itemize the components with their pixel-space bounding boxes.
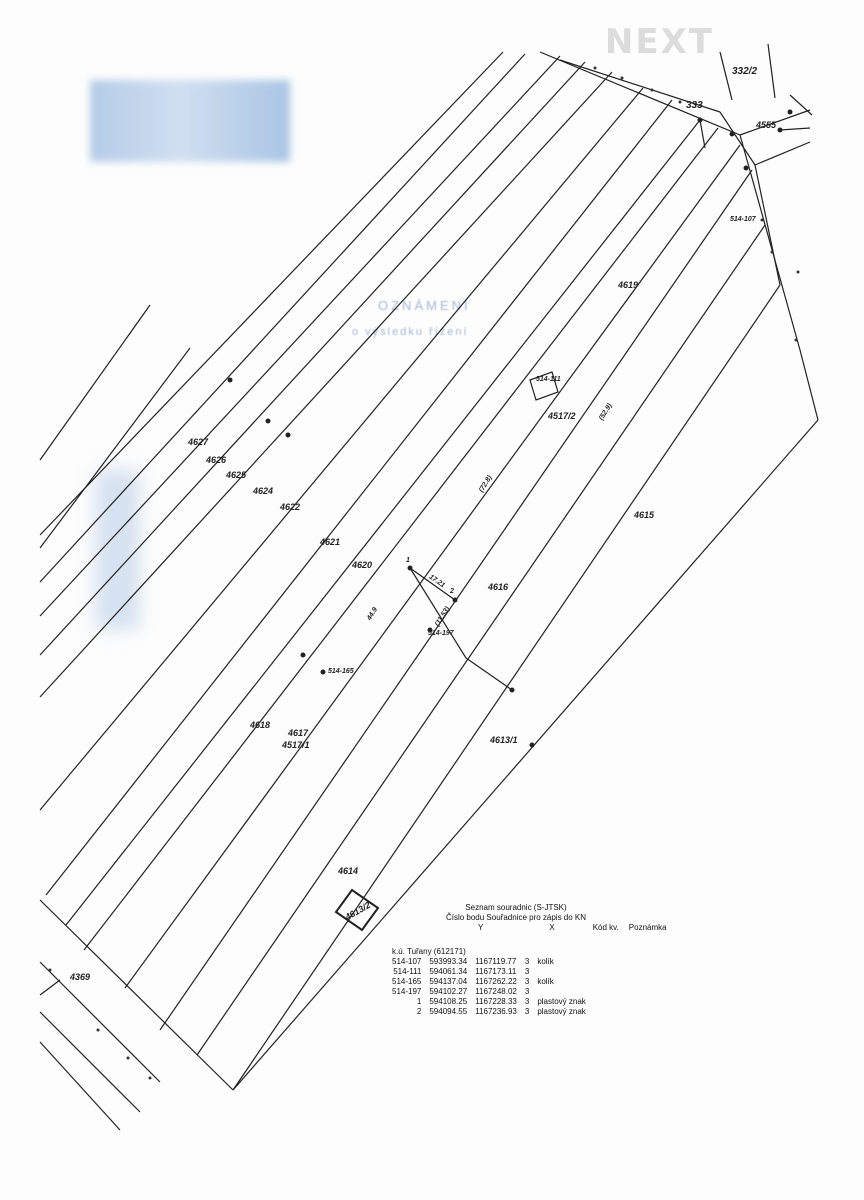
point-label: 2 xyxy=(450,588,454,595)
road-line xyxy=(767,43,776,99)
boundary-point xyxy=(729,131,735,137)
coordinate-list: Seznam souradnic (S-JTSK) Číslo bodu Sou… xyxy=(388,903,688,1017)
parcel-label: 514-107 xyxy=(730,216,756,223)
boundary-point xyxy=(777,127,783,133)
parcel-label: 514-197 xyxy=(428,630,454,637)
parcel-label: 4627 xyxy=(188,437,209,447)
boundary-line xyxy=(39,1041,121,1131)
parcel-label: 333 xyxy=(686,100,703,111)
strip-line xyxy=(39,51,504,536)
strip-line xyxy=(124,144,741,989)
boundary-point xyxy=(697,117,703,123)
road-line xyxy=(779,127,811,131)
road-line xyxy=(719,111,756,166)
boundary-point xyxy=(427,627,433,633)
watermark: NEXT xyxy=(604,22,714,62)
parcel-label: 4622 xyxy=(280,502,301,512)
faint-subheading: o výsledku řízení xyxy=(352,326,469,338)
road-line xyxy=(789,94,813,116)
strip-line xyxy=(39,71,613,698)
parcel-label: 4626 xyxy=(206,455,227,465)
parcel-label: 4625 xyxy=(226,470,247,480)
coordinate-list-title: Seznam souradnic (S-JTSK) xyxy=(465,903,567,912)
road-line xyxy=(739,134,801,351)
cross-line xyxy=(465,657,513,691)
boundary-point xyxy=(407,565,413,571)
road-points xyxy=(48,66,800,1080)
parcel-label: 4517/2 xyxy=(548,411,576,421)
boundary-point xyxy=(452,597,458,603)
boundary-point xyxy=(743,165,749,171)
blurred-stamp xyxy=(95,470,140,630)
parcel-label: 4616 xyxy=(488,582,509,592)
parcel-label: 332/2 xyxy=(732,66,758,77)
coordinate-list-header: Y X Kód kv. Poznámka xyxy=(478,923,667,932)
parcel-label: 4614 xyxy=(338,866,359,876)
strip-line xyxy=(232,284,781,1091)
road-line xyxy=(739,109,811,136)
parcel-label: 4624 xyxy=(253,486,274,496)
strip-line xyxy=(39,304,151,461)
boundary-line xyxy=(39,961,161,1083)
parcel-label: 4620 xyxy=(352,560,373,570)
boundary-line xyxy=(39,979,61,996)
boundary-point xyxy=(285,432,291,438)
boundary-point xyxy=(787,109,793,115)
coordinate-list-subtitle: Číslo bodu Souřadnice pro zápis do KN xyxy=(445,913,587,922)
parcel-label: 4619 xyxy=(618,280,639,290)
parcel-label: 4613/1 xyxy=(490,735,518,745)
road-line xyxy=(754,141,811,166)
parcel-514-111-shape xyxy=(529,371,559,401)
strip-line xyxy=(65,119,701,926)
boundary-point xyxy=(265,418,271,424)
strip-line xyxy=(39,61,586,656)
parcel-label: 514-165 xyxy=(328,668,354,675)
cross-line xyxy=(409,567,456,601)
faint-heading: OZNÁMENÍ xyxy=(378,298,471,313)
strip-line xyxy=(196,224,766,1056)
parcel-label: 4618 xyxy=(250,720,271,730)
boundary-line xyxy=(799,349,819,421)
parcel-label: 4617 xyxy=(288,728,309,738)
parcel-label: 514-111 xyxy=(536,376,561,383)
boundary-line xyxy=(232,419,819,1091)
road-line xyxy=(719,51,733,101)
point-label: 1 xyxy=(406,557,410,564)
boundary-point xyxy=(529,742,535,748)
parcel-label: 4517/1 xyxy=(282,740,310,750)
area-name: k.ú. Tuřany (612171) xyxy=(392,947,466,956)
road-line xyxy=(754,164,781,286)
boundary-points xyxy=(227,109,793,748)
boundary-point xyxy=(320,669,326,675)
strip-line xyxy=(39,347,191,549)
road-line xyxy=(699,119,706,149)
parcel-label: 4615 xyxy=(634,510,655,520)
boundary-point xyxy=(300,652,306,658)
blurred-logo xyxy=(90,80,290,162)
strip-line xyxy=(83,127,719,951)
strip-line xyxy=(39,53,526,583)
boundary-line xyxy=(39,899,234,1091)
boundary-point xyxy=(509,687,515,693)
strip-line xyxy=(45,99,673,896)
parcel-label: 4555 xyxy=(756,120,777,130)
boundary-line xyxy=(39,1011,141,1113)
boundary-point xyxy=(227,377,233,383)
cross-line xyxy=(409,567,467,659)
parcel-label: 4621 xyxy=(320,537,341,547)
strip-line xyxy=(39,55,561,617)
building-4613-2-shape xyxy=(334,888,380,932)
strip-line xyxy=(39,87,644,811)
road-line xyxy=(559,59,721,113)
parcel-label: 4369 xyxy=(70,972,91,982)
road-line xyxy=(539,51,741,136)
